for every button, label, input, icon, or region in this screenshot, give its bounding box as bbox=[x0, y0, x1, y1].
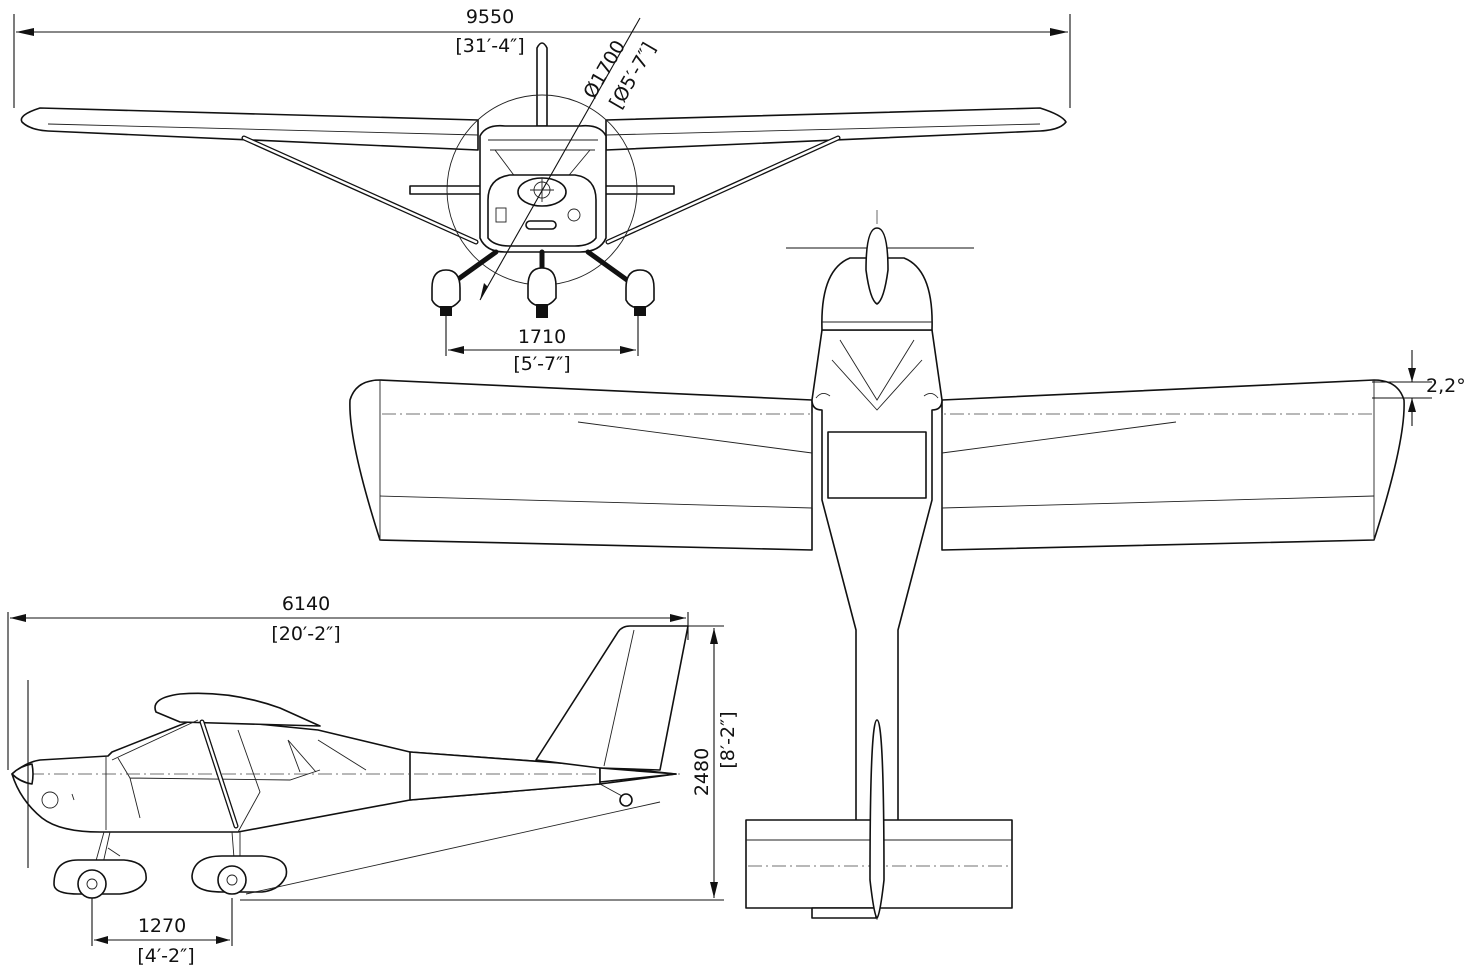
nose-wheel-pant-front bbox=[527, 267, 557, 307]
span-imperial-label: [31′-4″] bbox=[455, 35, 524, 57]
main-wheel-side bbox=[217, 865, 247, 895]
dihedral-label: 2,2° bbox=[1426, 375, 1466, 397]
fin-top bbox=[869, 719, 885, 919]
front-view: 9550 [31′-4″] bbox=[13, 6, 1071, 375]
track-label: 1710 bbox=[518, 326, 566, 348]
span-dimension: 9550 [31′-4″] bbox=[13, 6, 1071, 108]
wheelbase-label: 1270 bbox=[138, 915, 186, 937]
length-dimension: 6140 [20′-2″] bbox=[7, 593, 689, 770]
track-imperial-label: [5′-7″] bbox=[513, 353, 570, 375]
right-wheel-pant-front bbox=[625, 269, 655, 309]
right-wing-top bbox=[941, 379, 1405, 551]
fin-side bbox=[535, 625, 689, 771]
length-label: 6140 bbox=[282, 593, 330, 615]
wheelbase-imperial-label: [4′-2″] bbox=[137, 945, 194, 967]
wing-side bbox=[154, 692, 321, 727]
wheelbase-dimension: 1270 [4′-2″] bbox=[91, 898, 233, 967]
side-view: 6140 [20′-2″] 2480 [8′-2″] bbox=[7, 593, 739, 967]
height-imperial-label: [8′-2″] bbox=[717, 711, 739, 768]
nose-wheel-side bbox=[77, 869, 107, 899]
cowling-front bbox=[487, 174, 597, 247]
spinner-top bbox=[865, 227, 889, 305]
length-imperial-label: [20′-2″] bbox=[271, 623, 340, 645]
left-wing-top bbox=[349, 379, 813, 551]
height-label: 2480 bbox=[691, 748, 713, 796]
top-view: 2,2° bbox=[349, 210, 1466, 920]
dihedral-dimension: 2,2° bbox=[1372, 350, 1466, 426]
tail-wheel-side bbox=[619, 793, 633, 807]
left-wheel-pant-front bbox=[431, 269, 461, 309]
vertical-tail-front bbox=[536, 42, 548, 127]
fuselage-side bbox=[11, 717, 677, 833]
cabin-roof-top bbox=[827, 431, 927, 499]
span-label: 9550 bbox=[466, 6, 514, 28]
track-dimension: 1710 [5′-7″] bbox=[445, 316, 639, 375]
height-dimension: 2480 [8′-2″] bbox=[240, 625, 739, 901]
